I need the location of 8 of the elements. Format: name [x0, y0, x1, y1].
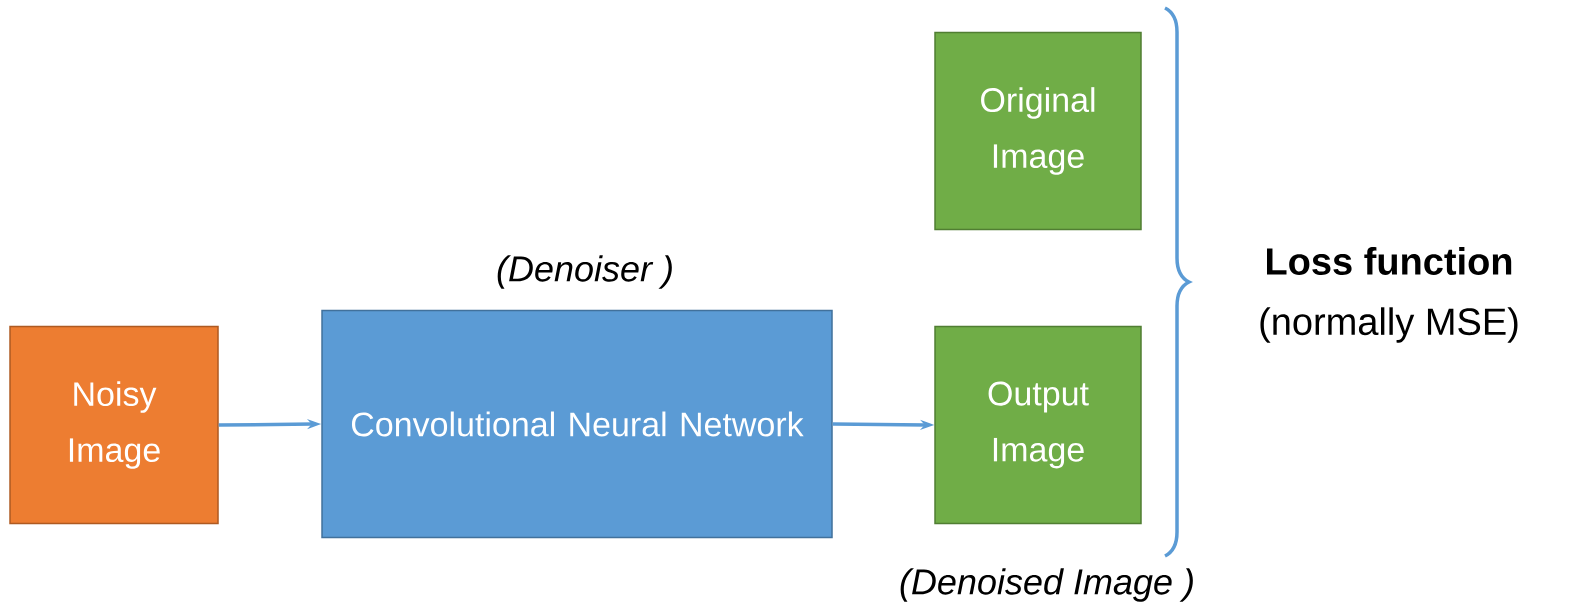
network-box: Convolutional Neural Network — [321, 309, 833, 539]
image-box: Output Image — [934, 325, 1142, 525]
node-label: (Denoiser ) — [497, 255, 672, 289]
label: (normally MSE) — [1260, 307, 1518, 343]
image-box: Original Image — [934, 31, 1142, 231]
label: Loss function — [1267, 247, 1512, 275]
image-box: Noisy Image — [9, 325, 219, 525]
node-label: (Denoised Image ) — [900, 568, 1193, 602]
